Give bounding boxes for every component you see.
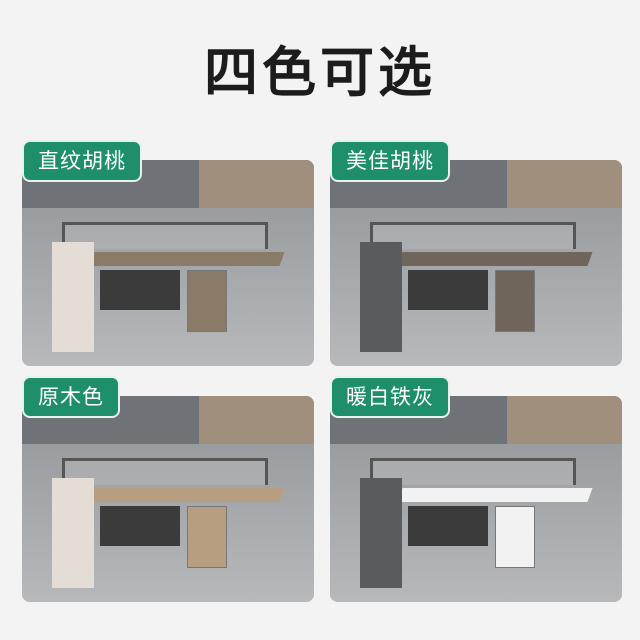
reception-counter <box>52 242 94 352</box>
page-title: 四色可选 <box>204 41 436 104</box>
product-photo-option[interactable] <box>22 396 314 602</box>
drawer-unit <box>187 270 227 332</box>
desk-partition <box>62 222 268 249</box>
drawer-unit <box>495 506 535 568</box>
desk-partition <box>370 458 576 485</box>
reception-counter <box>360 242 402 352</box>
desk-shelf <box>408 270 488 310</box>
color-option-label: 直纹胡桃 <box>22 140 142 182</box>
color-option-label: 暖白铁灰 <box>330 376 450 418</box>
desk-top <box>89 252 285 266</box>
reception-counter <box>52 478 94 588</box>
desk-shelf <box>408 506 488 546</box>
color-option-label: 美佳胡桃 <box>330 140 450 182</box>
drawer-unit <box>187 506 227 568</box>
desk-shelf <box>100 506 180 546</box>
color-option-label: 原木色 <box>22 376 120 418</box>
product-photo-option[interactable] <box>330 396 622 602</box>
reception-counter <box>360 478 402 588</box>
desk-partition <box>370 222 576 249</box>
drawer-unit <box>495 270 535 332</box>
desk-top <box>89 488 285 502</box>
desk-top <box>397 488 593 502</box>
desk-shelf <box>100 270 180 310</box>
product-photo-option[interactable] <box>22 160 314 366</box>
desk-top <box>397 252 593 266</box>
product-photo-option[interactable] <box>330 160 622 366</box>
desk-partition <box>62 458 268 485</box>
